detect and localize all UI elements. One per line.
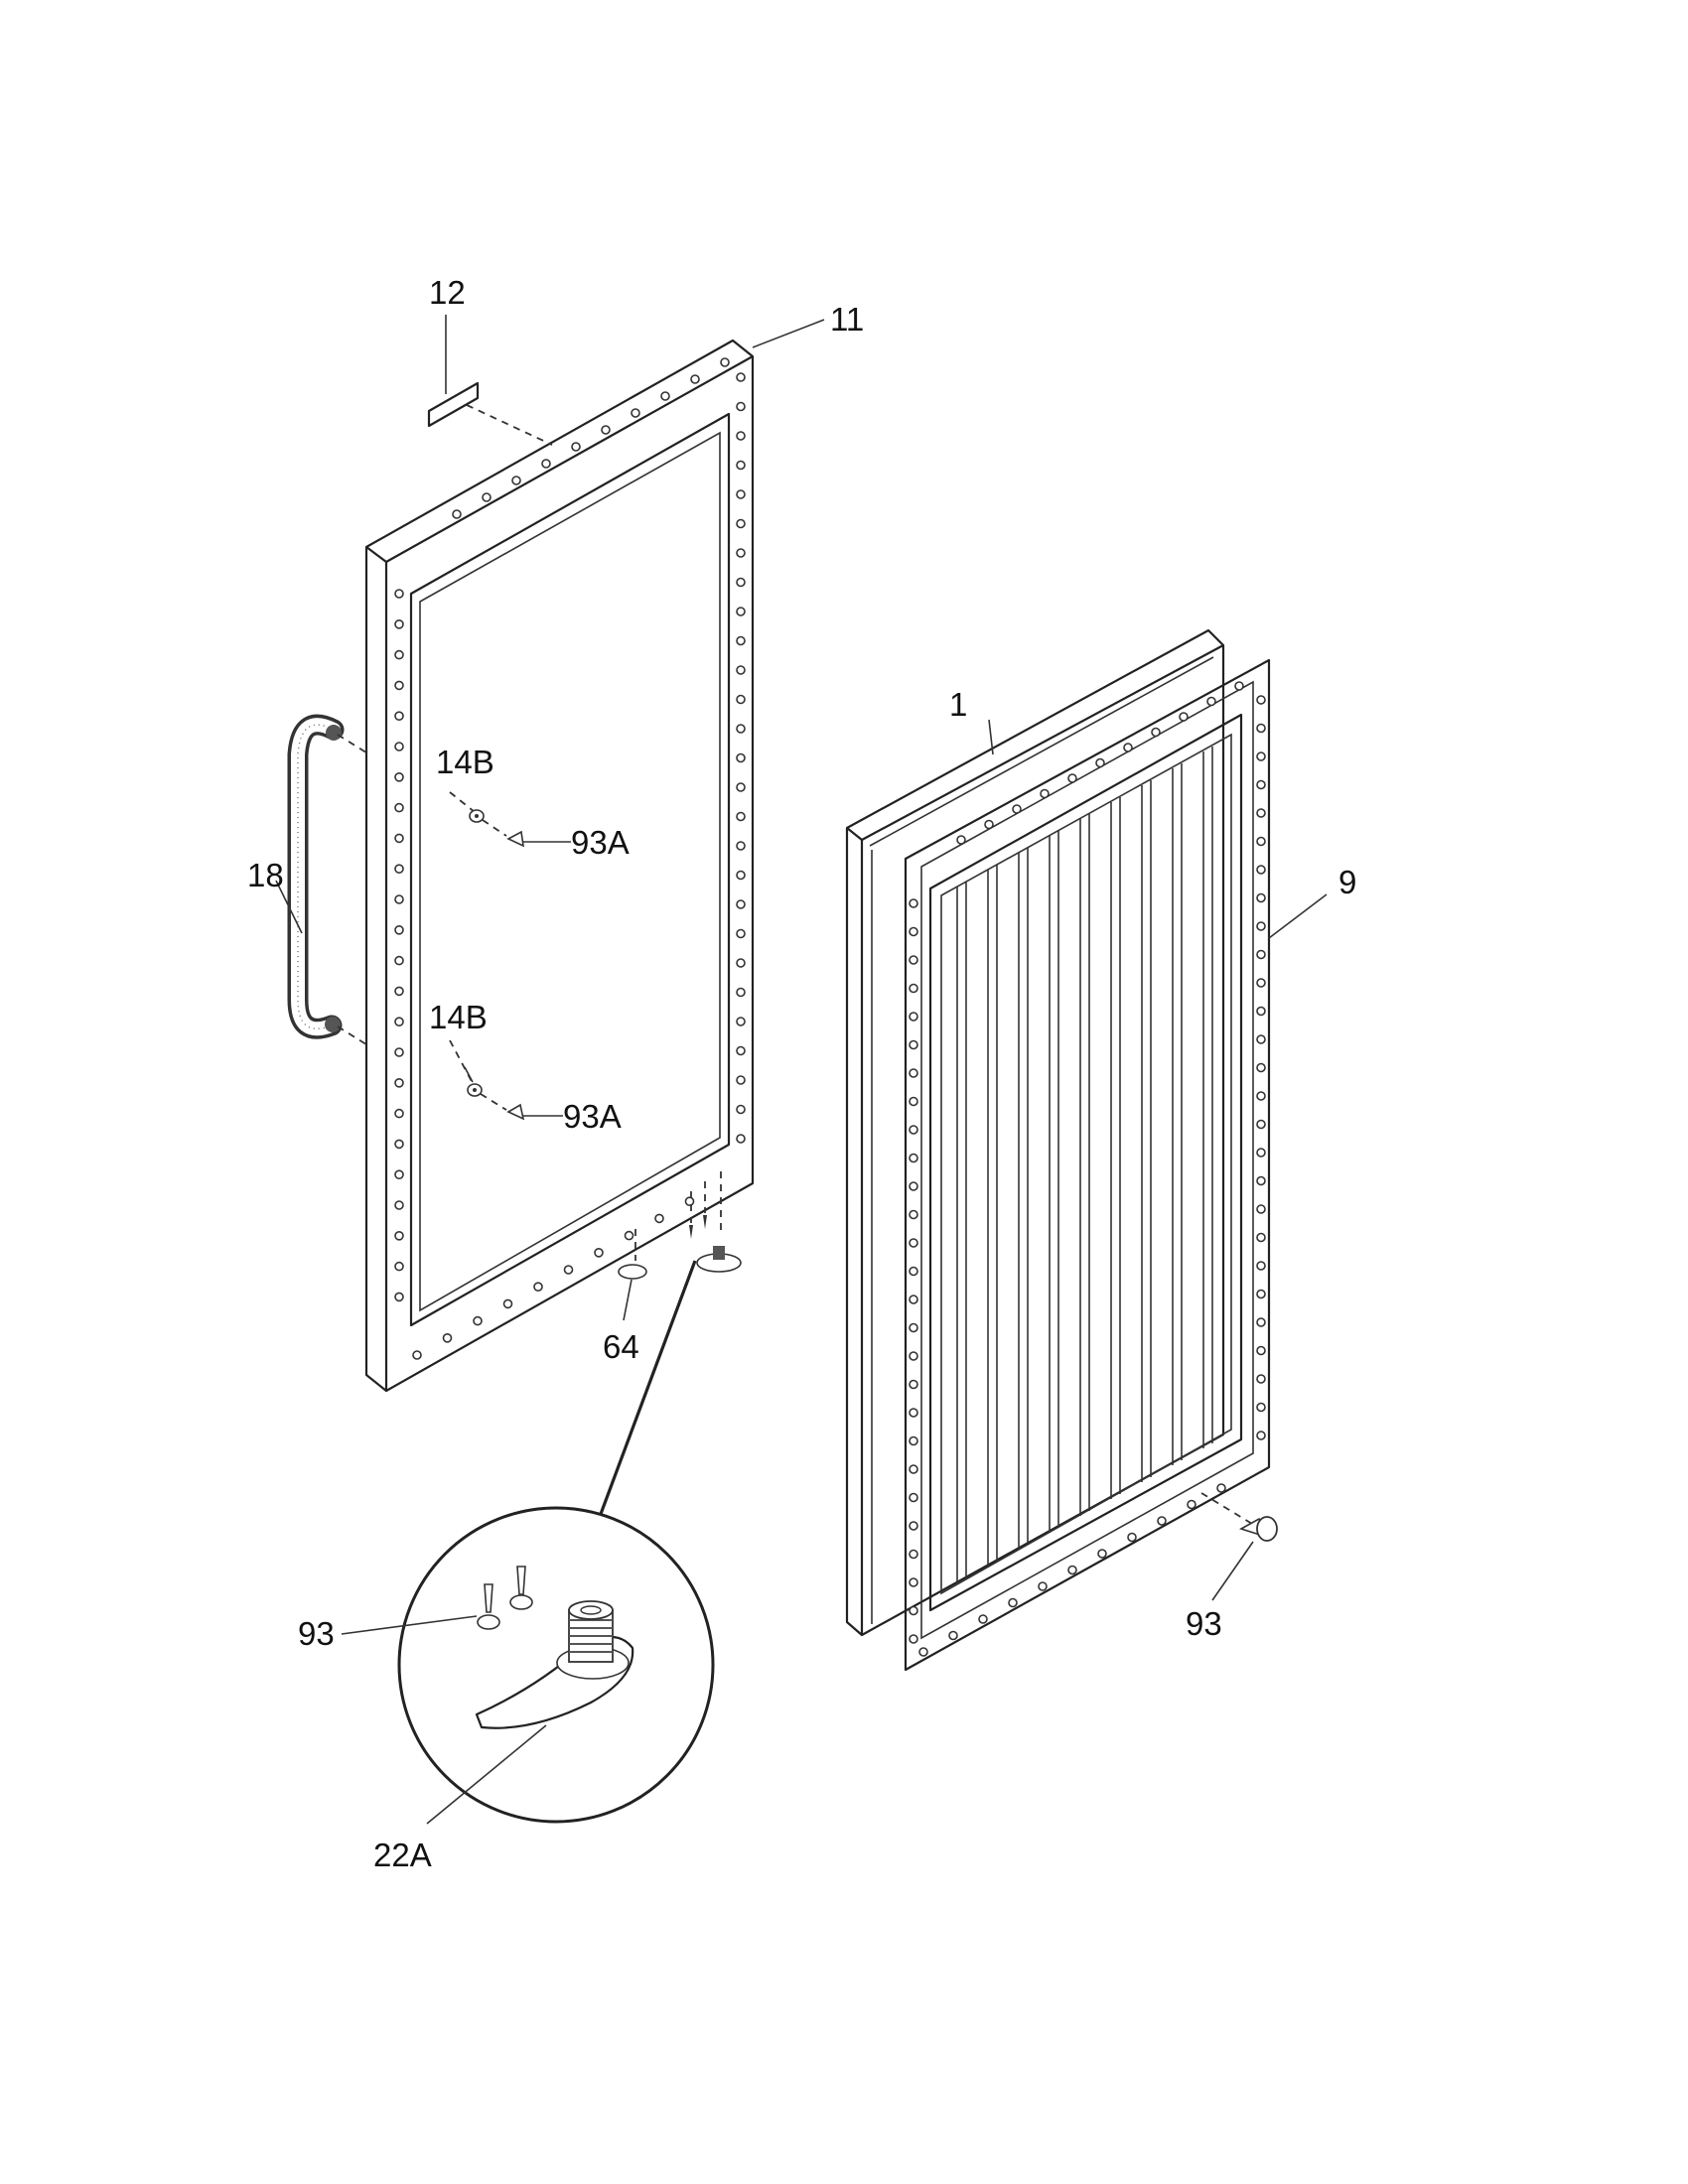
callout-18: 18	[247, 857, 284, 893]
callout-93-liner: 93	[1186, 1605, 1222, 1642]
door-gasket	[904, 658, 1271, 1672]
shelf-screw-lower	[449, 1039, 563, 1121]
callout-93a-upper: 93A	[571, 824, 630, 861]
callout-64: 64	[603, 1328, 639, 1365]
outer-door-panel	[364, 339, 755, 1393]
door-screw-holes	[394, 357, 746, 1360]
hinge-detail-view	[397, 1506, 715, 1824]
callout-14b-lower: 14B	[429, 999, 488, 1035]
liner-screw	[1200, 1492, 1278, 1601]
callout-14b-upper: 14B	[436, 744, 494, 780]
hinge-screws	[689, 1171, 742, 1273]
callout-93a-lower: 93A	[563, 1098, 622, 1135]
callout-11: 11	[830, 301, 864, 338]
callout-9: 9	[1338, 864, 1356, 900]
hinge-bushing-64	[618, 1229, 647, 1321]
inner-liner	[845, 628, 1225, 1637]
callout-93-detail: 93	[298, 1615, 335, 1652]
liner-ribs	[956, 747, 1213, 1583]
callout-1: 1	[949, 686, 967, 723]
nameplate	[427, 315, 553, 446]
callout-22a: 22A	[373, 1837, 432, 1873]
door-handle	[275, 714, 370, 1047]
callout-12: 12	[429, 274, 466, 311]
shelf-screw-upper	[449, 791, 571, 848]
gasket-screw-holes	[909, 681, 1266, 1657]
